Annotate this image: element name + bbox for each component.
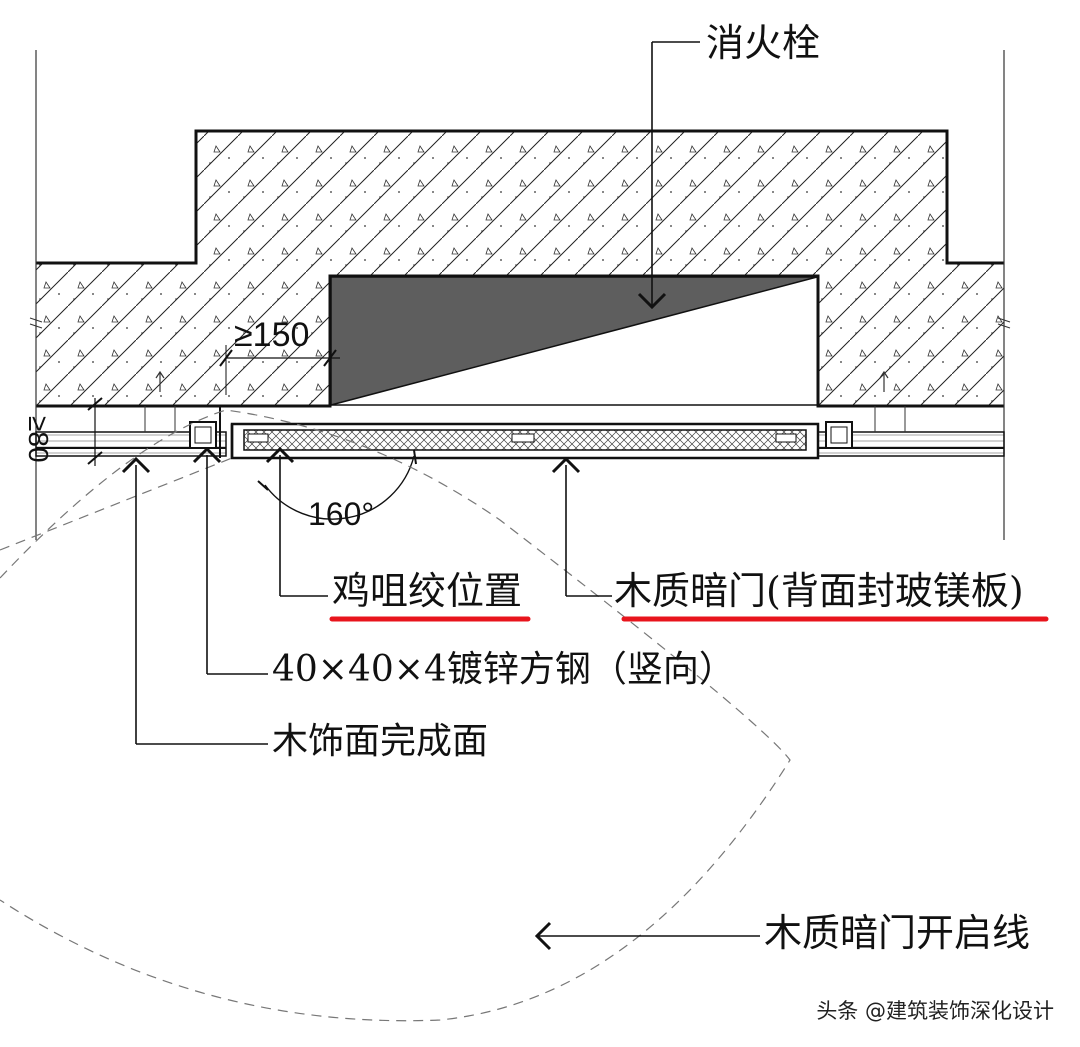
steel-tube-left (189, 421, 217, 449)
dimension-thickness-text: ≥80 (23, 416, 54, 463)
label-wood-hidden-door: 木质暗门(背面封玻镁板) (614, 569, 1024, 613)
label-hinge-position: 鸡咀绞位置 (332, 569, 523, 613)
wood-finish-left (35, 370, 227, 457)
dimension-150 (219, 345, 340, 395)
dimension-angle-text: 160° (308, 496, 375, 532)
fire-hydrant-shape (330, 276, 818, 406)
dimension-offset-text: ≥150 (234, 316, 310, 354)
break-mark-right (997, 317, 1011, 329)
label-steel-tube: 40×40×4镀锌方钢（竖向） (272, 649, 735, 690)
leader-wood-hidden-door (551, 456, 612, 597)
label-fire-hydrant: 消火栓 (706, 21, 821, 65)
angle-arc-160 (257, 449, 417, 520)
concrete-wall-outline (36, 129, 1004, 265)
label-door-opening-line: 木质暗门开启线 (764, 911, 1031, 955)
label-wood-finish-surface: 木饰面完成面 (272, 721, 489, 762)
leader-door-opening-line (534, 921, 760, 951)
break-mark-left (29, 317, 43, 329)
dimension-80 (87, 397, 103, 466)
leader-fire-hydrant (637, 41, 700, 310)
hidden-door-panel (219, 406, 820, 460)
leader-steel-tube (192, 446, 268, 675)
concrete-wall (36, 131, 1004, 406)
leader-hinge-position (265, 446, 328, 597)
wood-finish-right (817, 370, 1005, 457)
watermark: 头条 @建筑装饰深化设计 (816, 999, 1054, 1023)
niche-outline (36, 274, 1004, 408)
door-opening-arc (0, 409, 791, 1022)
leader-wood-finish (121, 456, 268, 745)
steel-tube-right (825, 421, 853, 449)
